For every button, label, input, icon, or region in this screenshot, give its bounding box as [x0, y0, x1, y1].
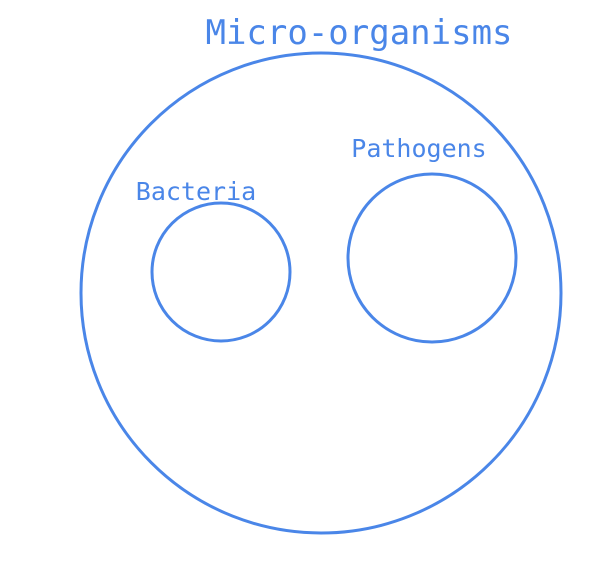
bacteria-circle	[150, 201, 292, 343]
bacteria-label: Bacteria	[136, 177, 256, 206]
micro-organisms-circle	[79, 51, 563, 535]
pathogens-label: Pathogens	[351, 134, 486, 163]
pathogens-circle	[346, 172, 518, 344]
micro-organisms-label: Micro-organisms	[205, 13, 512, 53]
